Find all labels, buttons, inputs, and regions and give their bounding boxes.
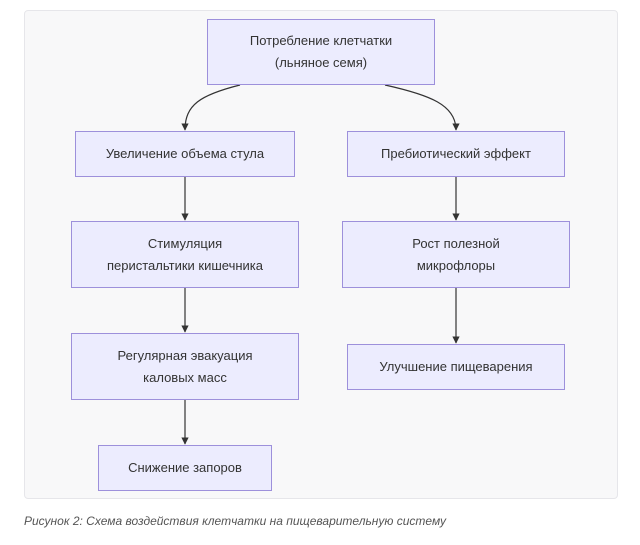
node-prebiotic: Пребиотический эффект	[347, 131, 565, 177]
node-digestion: Улучшение пищеварения	[347, 344, 565, 390]
node-stimulation-line1: Стимуляция	[147, 235, 223, 251]
node-microflora-line1: Рост полезной	[412, 235, 500, 251]
edge-fiber-volume	[181, 84, 241, 131]
node-evacuation-line2: каловых масс	[143, 369, 227, 385]
node-microflora: Рост полезной микрофлоры	[342, 221, 570, 288]
node-constipation-line1: Снижение запоров	[128, 460, 242, 475]
node-volume-line1: Увеличение объема стула	[105, 146, 265, 161]
node-microflora-line2: микрофлоры	[416, 257, 496, 273]
node-fiber-line1: Потребление клетчатки	[249, 33, 393, 48]
node-fiber-line2: (льняное семя)	[274, 55, 368, 70]
node-stimulation-line2: перистальтики кишечника	[106, 257, 263, 273]
edge-fiber-prebiotic	[384, 84, 460, 131]
node-evacuation-line1: Регулярная эвакуация	[117, 347, 253, 363]
node-stool-volume: Увеличение объема стула	[75, 131, 295, 177]
figure-caption: Рисунок 2: Схема воздействия клетчатки н…	[24, 514, 447, 528]
node-fiber-consumption: Потребление клетчатки (льняное семя)	[207, 19, 435, 85]
node-constipation: Снижение запоров	[98, 445, 272, 491]
node-evacuation: Регулярная эвакуация каловых масс	[71, 333, 299, 400]
node-digestion-line1: Улучшение пищеварения	[379, 359, 533, 374]
node-prebiotic-line1: Пребиотический эффект	[381, 146, 531, 161]
node-peristalsis: Стимуляция перистальтики кишечника	[71, 221, 299, 288]
